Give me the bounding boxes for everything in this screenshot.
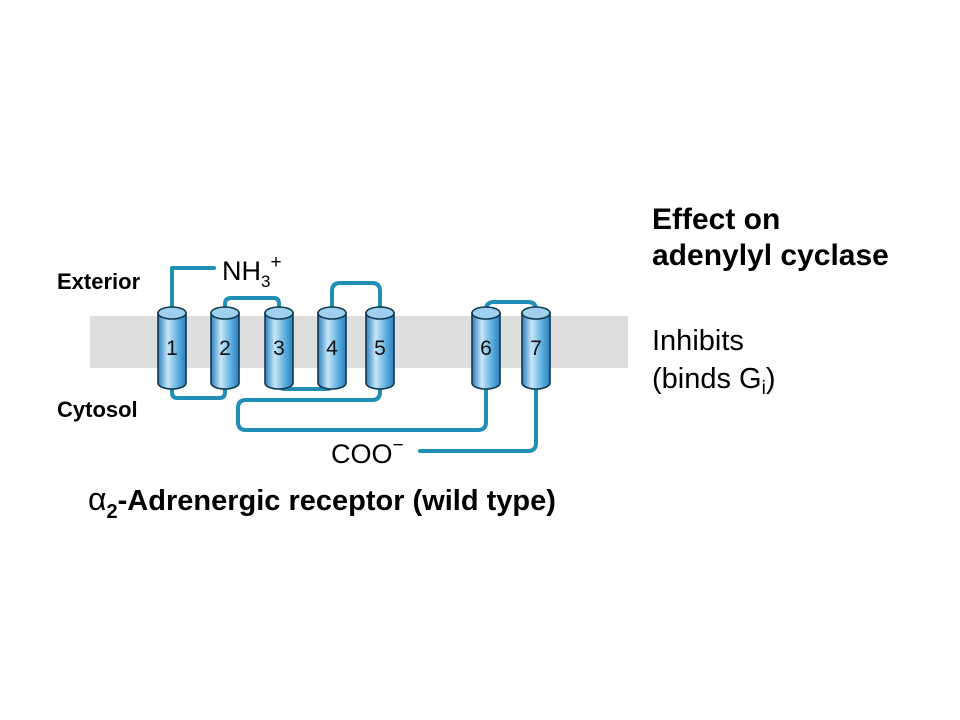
- helix-6: 6: [471, 306, 501, 390]
- helix-4: 4: [317, 306, 347, 390]
- helix-number: 1: [166, 337, 178, 360]
- c-terminus-label: COO−: [331, 435, 404, 469]
- helix-top-cap: [521, 306, 551, 320]
- helix-top-cap: [471, 306, 501, 320]
- helix-number: 3: [273, 337, 285, 360]
- helix-2: 2: [210, 306, 240, 390]
- helix-body: [210, 312, 240, 390]
- helix-top-cap: [157, 306, 187, 320]
- helix-body: [157, 312, 187, 390]
- helix-number: 4: [326, 337, 338, 360]
- n-terminus-label: NH3+: [222, 252, 282, 291]
- helix-body: [365, 312, 395, 390]
- helix-number: 6: [480, 337, 492, 360]
- effect-value-line2: (binds Gi): [652, 363, 776, 399]
- cytosol-label: Cytosol: [57, 397, 138, 422]
- helix-body: [521, 312, 551, 390]
- helix-5: 5: [365, 306, 395, 390]
- helix-body: [317, 312, 347, 390]
- helix-top-cap: [365, 306, 395, 320]
- helix-number: 2: [219, 337, 231, 360]
- helix-1: 1: [157, 306, 187, 390]
- helix-body: [471, 312, 501, 390]
- helix-top-cap: [264, 306, 294, 320]
- helix-7: 7: [521, 306, 551, 390]
- helix-number: 7: [530, 337, 542, 360]
- polypeptide-chain: [170, 266, 538, 453]
- receptor-caption: α2-Adrenergic receptor (wild type): [88, 481, 556, 523]
- effect-title-line1: Effect on: [652, 203, 780, 236]
- effect-title-line2: adenylyl cyclase: [652, 239, 889, 272]
- helix-top-cap: [210, 306, 240, 320]
- transmembrane-helices: 1 2 3 4 5 6 7: [157, 306, 551, 390]
- helix-body: [264, 312, 294, 390]
- effect-value-line1: Inhibits: [652, 325, 744, 357]
- helix-3: 3: [264, 306, 294, 390]
- helix-number: 5: [374, 337, 386, 360]
- exterior-label: Exterior: [57, 269, 141, 294]
- helix-top-cap: [317, 306, 347, 320]
